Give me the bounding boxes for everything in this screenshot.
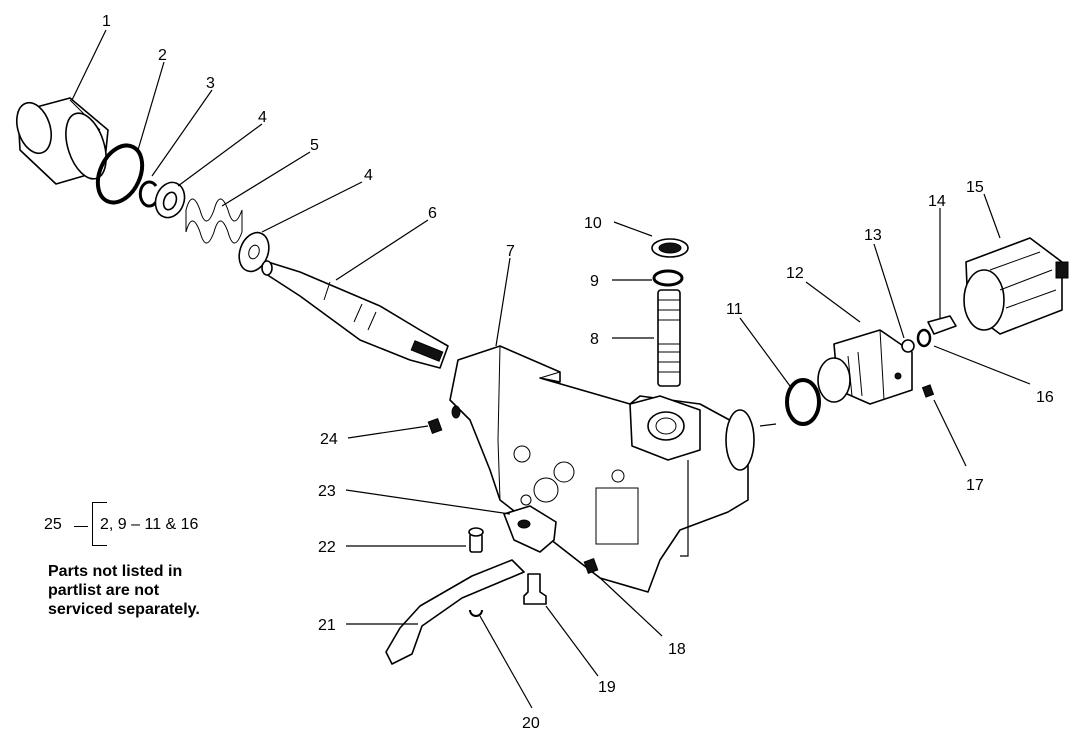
callout-16: 16 [1036, 389, 1054, 406]
callout-5: 5 [310, 137, 319, 154]
callout-10: 10 [584, 215, 602, 232]
callout-17: 17 [966, 477, 984, 494]
callout-14: 14 [928, 193, 946, 210]
callout-2: 2 [158, 47, 167, 64]
part-22-pin [468, 527, 484, 553]
callout-7: 7 [506, 243, 515, 260]
callout-19: 19 [598, 679, 616, 696]
kit-legend: 25 2, 9 – 11 & 16 [44, 500, 244, 550]
part-16-o-ring [916, 328, 932, 348]
part-9-o-ring [652, 269, 684, 287]
part-23-cam [503, 505, 557, 553]
kit-number: 25 [44, 516, 62, 533]
callout-20: 20 [522, 715, 540, 732]
callout-3: 3 [206, 75, 215, 92]
callout-22: 22 [318, 539, 336, 556]
callout-9: 9 [590, 273, 599, 290]
part-15-switch [963, 237, 1069, 335]
part-24-set-screw [427, 418, 443, 434]
part-6-spool-shaft [261, 260, 449, 369]
kit-contents: 2, 9 – 11 & 16 [100, 516, 199, 533]
part-13-ball [901, 339, 915, 353]
service-note: Parts not listed in partlist are not ser… [48, 562, 268, 619]
callout-24: 24 [320, 431, 338, 448]
callout-8: 8 [590, 331, 599, 348]
callout-23: 23 [318, 483, 336, 500]
part-18-set-screw [583, 558, 599, 574]
service-note-line-2: partlist are not [48, 582, 160, 599]
callout-12: 12 [786, 265, 804, 282]
part-11-o-ring [785, 378, 821, 426]
callout-15: 15 [966, 179, 984, 196]
service-note-line-3: serviced separately. [48, 601, 200, 618]
part-14-pin [927, 315, 957, 335]
part-19-pin [523, 573, 547, 605]
part-2-o-ring [95, 143, 145, 205]
callout-labels: 1 2 3 4 5 4 6 7 8 9 10 11 12 13 14 15 16… [102, 13, 1054, 732]
part-8-check-valve [657, 289, 681, 387]
part-17-set-screw [921, 384, 935, 398]
part-7-valve-body [449, 345, 755, 593]
callout-4-rear: 4 [364, 167, 373, 184]
kit-bracket [92, 502, 107, 546]
part-5-spring [185, 198, 243, 244]
callout-6: 6 [428, 205, 437, 222]
callout-1: 1 [102, 13, 111, 30]
callout-21: 21 [318, 617, 336, 634]
callout-13: 13 [864, 227, 882, 244]
part-4-washer-rear [238, 231, 270, 273]
callout-11: 11 [726, 301, 743, 318]
callout-4-front: 4 [258, 109, 267, 126]
kit-leader [74, 526, 88, 527]
service-note-line-1: Parts not listed in [48, 563, 183, 580]
part-1-threaded-cap [15, 97, 109, 185]
part-21-lever [385, 559, 525, 665]
callout-18: 18 [668, 641, 686, 658]
part-10-seal [651, 238, 689, 258]
part-4-washer-front [154, 181, 186, 219]
part-3-retaining-clip [138, 180, 158, 208]
leader-lines [71, 29, 1031, 709]
part-20-clip [469, 609, 483, 617]
part-12-adapter [817, 329, 913, 405]
